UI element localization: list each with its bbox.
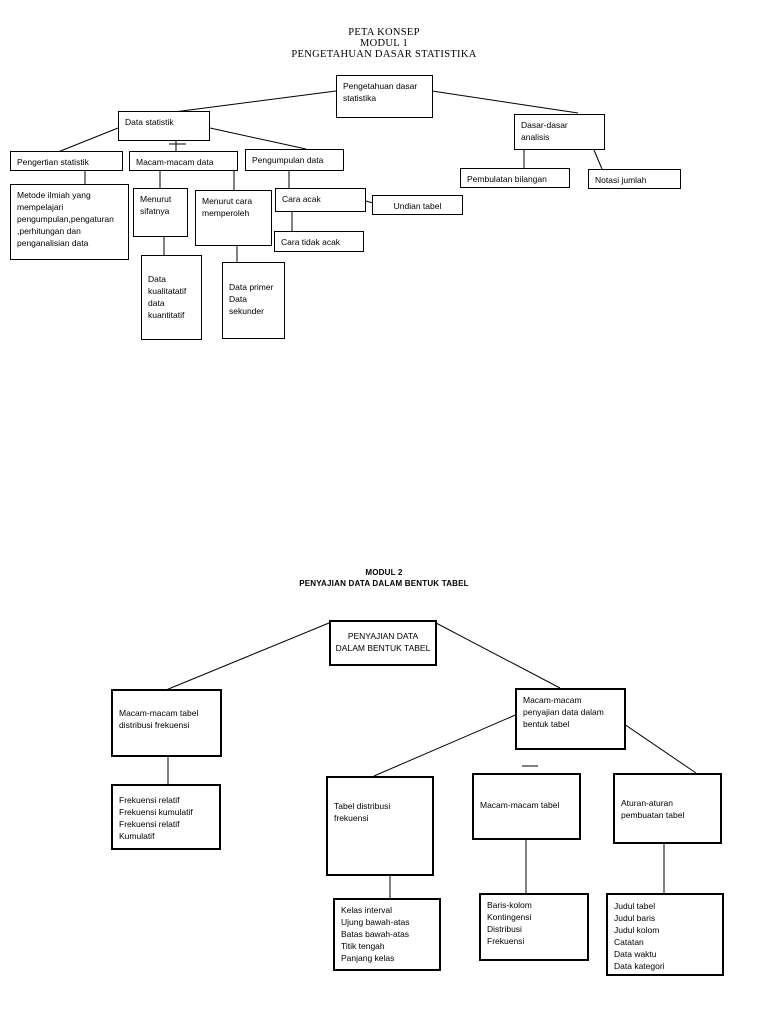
node-tabel-distribusi-frekuensi: Tabel distribusi frekuensi — [326, 776, 434, 876]
node-macam-macam-data: Macam-macam data — [129, 151, 238, 171]
modul1-title-line1: PETA KONSEP — [348, 27, 420, 38]
node-pengertian-statistik: Pengertian statistik — [10, 151, 123, 171]
node-undian-tabel: Undian tabel — [372, 195, 463, 215]
node-judul-tabel-list: Judul tabel Judul baris Judul kolom Cata… — [606, 893, 724, 976]
node-penyajian-data-dalam-bentuk-tabel: PENYAJIAN DATA DALAM BENTUK TABEL — [329, 620, 437, 666]
node-cara-acak: Cara acak — [275, 188, 366, 212]
node-dasar-dasar-analisis: Dasar-dasar analisis — [514, 114, 605, 150]
node-macam-macam-tabel-distribusi: Macam-macam tabel distribusi frekuensi — [111, 689, 222, 757]
modul2-title-line2: PENYAJIAN DATA DALAM BENTUK TABEL — [299, 579, 469, 588]
node-data-primer-sekunder: Data primer Data sekunder — [222, 262, 285, 339]
node-kelas-interval-list: Kelas interval Ujung bawah-atas Batas ba… — [333, 898, 441, 971]
node-frekuensi-list: Frekuensi relatif Frekuensi kumulatif Fr… — [111, 784, 221, 850]
node-metode-ilmiah: Metode ilmiah yang mempelajari pengumpul… — [10, 184, 129, 260]
modul2-title-line1: MODUL 2 — [365, 568, 403, 577]
node-pengetahuan-dasar-statistika: Pengetahuan dasar statistika — [336, 75, 433, 118]
node-cara-tidak-acak: Cara tidak acak — [274, 231, 364, 252]
node-pembulatan-bilangan: Pembulatan bilangan — [460, 168, 570, 188]
node-notasi-jumlah: Notasi jumlah — [588, 169, 681, 189]
node-macam-macam-tabel: Macam-macam tabel — [472, 773, 581, 840]
node-baris-kolom-list: Baris-kolom Kontingensi Distribusi Freku… — [479, 893, 589, 961]
modul1-title: PETA KONSEP MODUL 1 PENGETAHUAN DASAR ST… — [0, 27, 768, 60]
modul1-title-line3: PENGETAHUAN DASAR STATISTIKA — [291, 49, 477, 60]
node-menurut-cara-memperoleh: Menurut cara memperoleh — [195, 190, 272, 246]
modul1-title-line2: MODUL 1 — [359, 38, 409, 49]
node-macam-macam-penyajian-data: Macam-macam penyajian data dalam bentuk … — [515, 688, 626, 750]
node-aturan-pembuatan-tabel: Aturan-aturan pembuatan tabel — [613, 773, 722, 844]
node-pengumpulan-data: Pengumpulan data — [245, 149, 344, 171]
node-data-kualitatif-kuantitatif: Data kualitatatif data kuantitatif — [141, 255, 202, 340]
modul2-title: MODUL 2 PENYAJIAN DATA DALAM BENTUK TABE… — [0, 567, 768, 589]
node-data-statistik: Data statistik — [118, 111, 210, 141]
node-menurut-sifatnya: Menurut sifatnya — [133, 188, 188, 237]
